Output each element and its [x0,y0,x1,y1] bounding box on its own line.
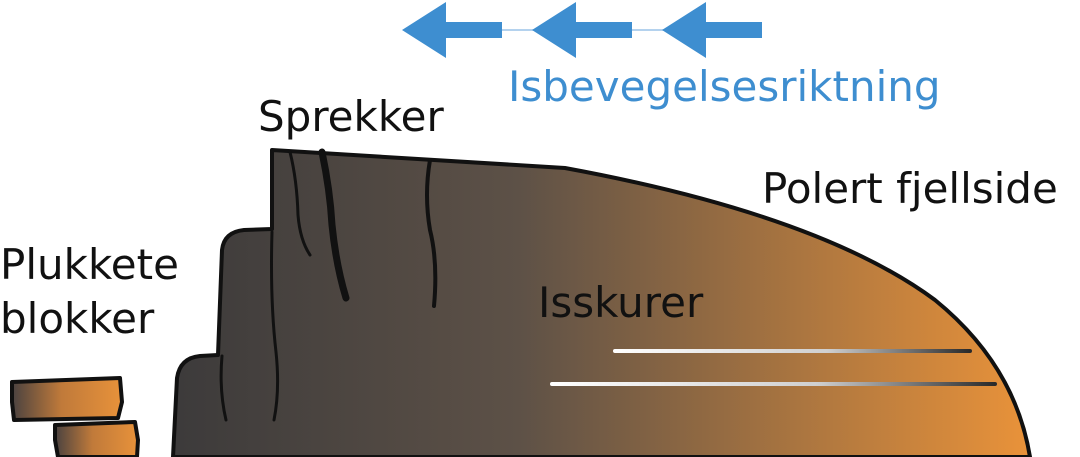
arrow-left-icon [532,2,632,58]
plucked-label-line1: Plukkete [0,240,179,289]
plucked-blocks [10,376,140,457]
arrow-left-icon [662,2,762,58]
striations [550,349,997,386]
striations-label: Isskurer [538,278,704,327]
ice-direction-arrows [402,2,762,58]
cracks-label: Sprekker [258,92,444,141]
rock-outcrop [171,148,1032,457]
polished-side-label: Polert fjellside [762,164,1058,213]
plucked-blocks-label: Plukkete blokker [0,238,179,346]
cracks [219,148,438,422]
arrow-left-icon [402,2,502,58]
crack-line [219,354,228,422]
plucked-label-line2: blokker [0,293,155,343]
plucked-block [10,376,124,422]
plucked-block [53,420,140,457]
ice-direction-label: Isbevegelsesriktning [508,62,941,111]
crack-line [288,150,312,257]
crack-line [425,158,438,308]
crack-line [270,230,280,422]
crack-line [318,148,350,302]
